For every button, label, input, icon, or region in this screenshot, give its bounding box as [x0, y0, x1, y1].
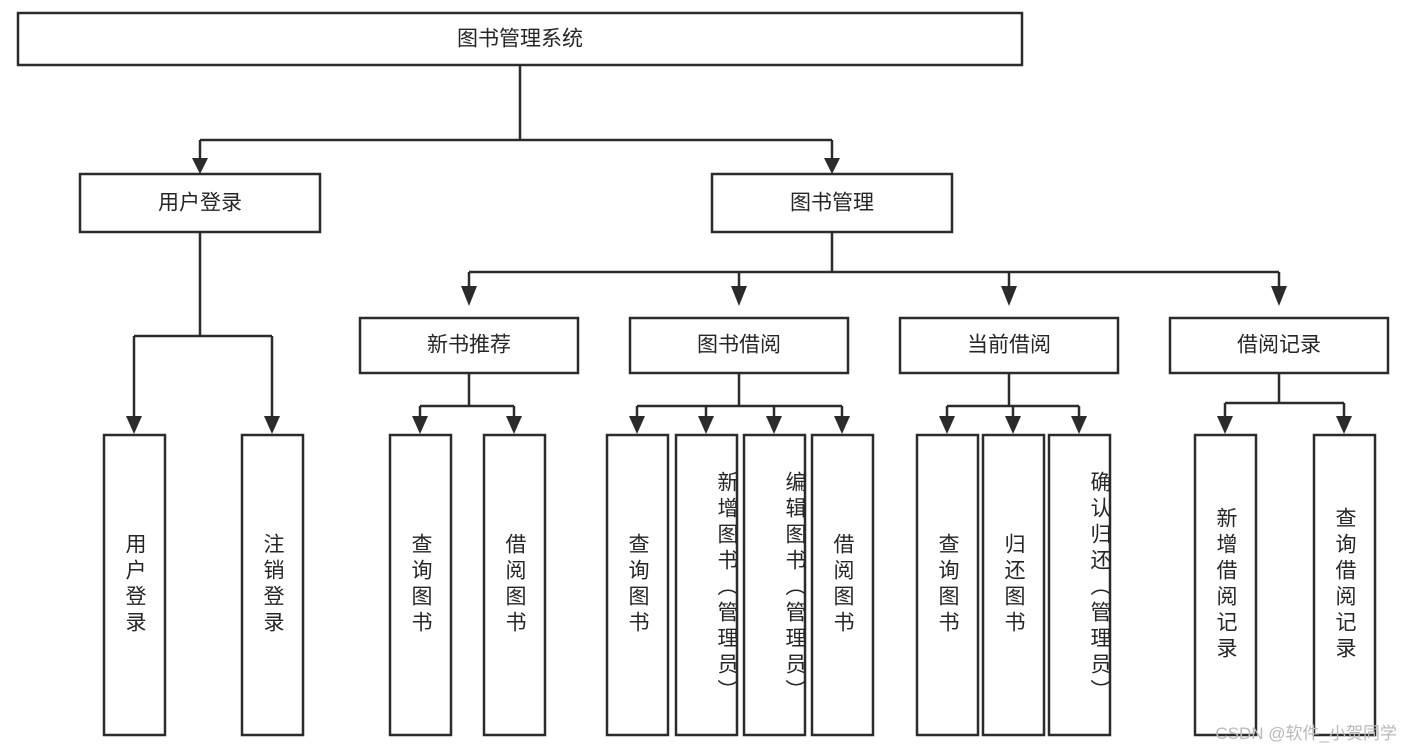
node-borrow-record-label: 借阅记录	[1237, 334, 1321, 357]
node-leaf-return-book-box[interactable]	[981, 433, 1046, 737]
node-user-login-box[interactable]	[78, 172, 322, 234]
node-user-login-label: 用户登录	[158, 192, 242, 215]
node-leaf-add-record[interactable]	[1193, 433, 1258, 737]
node-leaf-add-book-box[interactable]	[674, 433, 739, 737]
arrow-current-to-leaf2	[1005, 416, 1021, 434]
node-book-borrow[interactable]: 图书借阅	[628, 316, 850, 375]
arrow-userlogin-to-leaf2	[264, 416, 280, 434]
node-leaf-edit-book[interactable]	[742, 433, 807, 737]
arrow-borrow-to-leaf1	[629, 416, 645, 434]
arrow-bookmgmt-to-record	[1271, 286, 1287, 306]
node-book-management-box[interactable]	[710, 172, 954, 234]
node-current-borrow-label: 当前借阅	[967, 334, 1051, 357]
node-leaf-user-login[interactable]	[102, 433, 167, 737]
node-leaf-confirm-return-box[interactable]	[1047, 433, 1112, 737]
arrow-bookmgmt-to-newbook	[461, 286, 477, 306]
arrow-root-to-user-login	[192, 158, 208, 174]
node-new-book-recommend[interactable]: 新书推荐	[358, 316, 580, 375]
node-leaf-borrow-book-2[interactable]	[810, 433, 875, 737]
node-leaf-query-book-1[interactable]	[388, 433, 453, 737]
node-leaf-edit-book-box[interactable]	[742, 433, 807, 737]
arrow-current-to-leaf1	[939, 416, 955, 434]
node-new-book-recommend-box[interactable]	[358, 316, 580, 375]
node-book-borrow-box[interactable]	[628, 316, 850, 375]
node-leaf-query-book-1-box[interactable]	[388, 433, 453, 737]
arrow-current-to-leaf3	[1071, 416, 1087, 434]
arrow-record-to-leaf2	[1336, 416, 1352, 434]
node-borrow-record-box[interactable]	[1168, 316, 1390, 375]
node-book-management[interactable]: 图书管理	[710, 172, 954, 234]
node-leaf-confirm-return[interactable]	[1047, 433, 1112, 737]
csdn-watermark: CSDN @软件_小贺同学	[1215, 724, 1397, 743]
arrow-bookmgmt-to-current	[1001, 286, 1017, 306]
node-current-borrow[interactable]: 当前借阅	[898, 316, 1120, 375]
edge-layer	[126, 65, 1352, 434]
node-leaf-user-logout-box[interactable]	[240, 433, 305, 737]
arrow-borrow-to-leaf4	[834, 416, 850, 434]
arrow-root-to-book-management	[824, 158, 840, 174]
node-leaf-add-record-box[interactable]	[1193, 433, 1258, 737]
node-root-box[interactable]	[16, 11, 1024, 67]
arrow-record-to-leaf1	[1217, 416, 1233, 434]
arrow-newbook-to-leaf1	[412, 416, 428, 434]
arrow-borrow-to-leaf3	[766, 416, 782, 434]
node-leaf-borrow-book-2-box[interactable]	[810, 433, 875, 737]
node-leaf-user-login-box[interactable]	[102, 433, 167, 737]
node-leaf-query-book-2[interactable]	[605, 433, 670, 737]
node-root[interactable]: 图书管理系统	[16, 11, 1024, 67]
node-root-label: 图书管理系统	[457, 28, 583, 51]
node-book-management-label: 图书管理	[790, 192, 874, 215]
arrow-userlogin-to-leaf1	[126, 416, 142, 434]
arrow-newbook-to-leaf2	[506, 416, 522, 434]
arrow-bookmgmt-to-borrow	[731, 286, 747, 306]
node-leaf-query-book-3[interactable]	[915, 433, 980, 737]
node-leaf-borrow-book-1-box[interactable]	[482, 433, 547, 737]
node-leaf-query-record-box[interactable]	[1312, 433, 1377, 737]
arrow-borrow-to-leaf2	[698, 416, 714, 434]
node-leaf-user-logout[interactable]	[240, 433, 305, 737]
node-borrow-record[interactable]: 借阅记录	[1168, 316, 1390, 375]
node-new-book-recommend-label: 新书推荐	[427, 334, 511, 357]
node-leaf-borrow-book-1[interactable]	[482, 433, 547, 737]
node-leaf-add-book[interactable]	[674, 433, 739, 737]
node-user-login[interactable]: 用户登录	[78, 172, 322, 234]
node-leaf-query-record[interactable]	[1312, 433, 1377, 737]
node-book-borrow-label: 图书借阅	[697, 334, 781, 357]
node-leaf-return-book[interactable]	[981, 433, 1046, 737]
node-leaf-query-book-3-box[interactable]	[915, 433, 980, 737]
node-current-borrow-box[interactable]	[898, 316, 1120, 375]
node-leaf-query-book-2-box[interactable]	[605, 433, 670, 737]
